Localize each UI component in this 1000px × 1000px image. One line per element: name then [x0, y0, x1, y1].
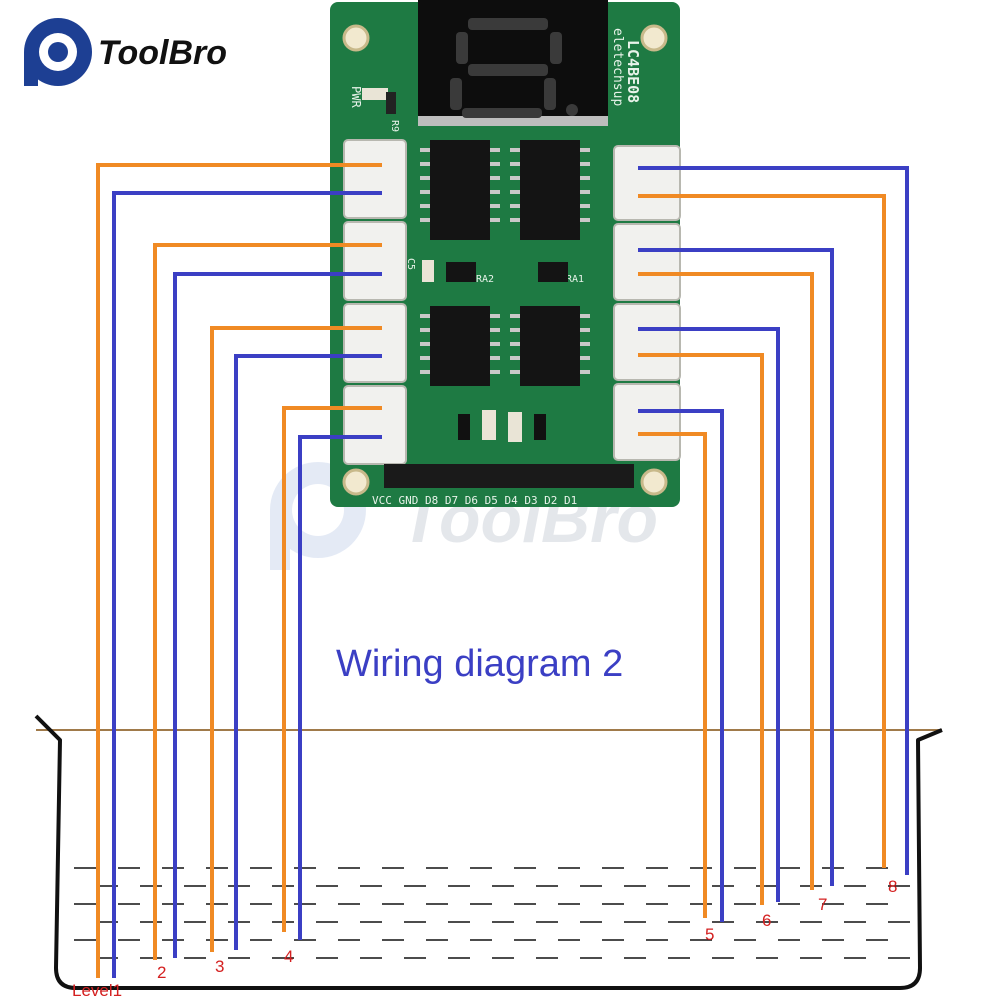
level-label-1: Level1 — [72, 981, 122, 1000]
wire-orange-level6 — [638, 353, 764, 905]
wire-blue-level8 — [638, 166, 909, 875]
water-container — [34, 714, 943, 990]
board-maker-label: eletechsup — [610, 28, 625, 106]
pin-header-label: VCC GND D8 D7 D6 D5 D4 D3 D2 D1 — [372, 494, 577, 507]
wire-blue-level4 — [298, 435, 382, 940]
ic-chips — [420, 140, 590, 386]
part-label-c5: C5 — [405, 258, 416, 270]
seven-segment-display — [418, 0, 608, 126]
level-label-5: 5 — [705, 925, 714, 944]
wires — [96, 163, 909, 978]
mounting-hole — [640, 468, 668, 496]
wire-orange-level4 — [282, 406, 382, 932]
wire-blue-level2 — [173, 272, 382, 958]
pwr-label: PWR — [349, 86, 363, 108]
wire-blue-level7 — [638, 248, 834, 886]
part-label-ra2: RA2 — [476, 274, 494, 285]
wire-orange-level2 — [153, 243, 382, 960]
water-surface — [74, 867, 910, 959]
pcb-board: eletechsup LC4BE08 PWR R9 C5 RA2 RA1 — [330, 0, 681, 507]
wire-orange-level1 — [96, 163, 382, 978]
wire-orange-level5 — [638, 432, 707, 918]
wire-blue-level3 — [234, 354, 382, 950]
level-label-7: 7 — [818, 895, 827, 914]
wire-orange-level3 — [210, 326, 382, 952]
level-label-4: 4 — [284, 947, 293, 966]
level-label-6: 6 — [762, 911, 771, 930]
wire-blue-level5 — [638, 409, 724, 922]
wire-blue-level1 — [112, 191, 382, 978]
part-label-r9: R9 — [389, 120, 400, 132]
wire-orange-level8 — [638, 194, 886, 868]
board-model-label: LC4BE08 — [624, 40, 642, 103]
level-label-3: 3 — [215, 957, 224, 976]
pin-header: VCC GND D8 D7 D6 D5 D4 D3 D2 D1 — [372, 464, 634, 507]
part-label-ra1: RA1 — [566, 274, 584, 285]
jst-connectors — [343, 139, 681, 465]
level-labels: Level1 2 3 4 5 6 7 8 — [72, 877, 897, 1000]
logo-icon — [24, 18, 92, 86]
diagram-title: Wiring diagram 2 — [336, 643, 623, 685]
wire-blue-level6 — [638, 327, 780, 902]
toolbro-logo: ToolBro — [24, 18, 227, 86]
wire-orange-level7 — [638, 272, 814, 890]
mounting-hole — [342, 24, 370, 52]
brand-name: ToolBro — [98, 34, 227, 72]
mounting-hole — [342, 468, 370, 496]
mounting-hole — [640, 24, 668, 52]
level-label-8: 8 — [888, 877, 897, 896]
level-label-2: 2 — [157, 963, 166, 982]
